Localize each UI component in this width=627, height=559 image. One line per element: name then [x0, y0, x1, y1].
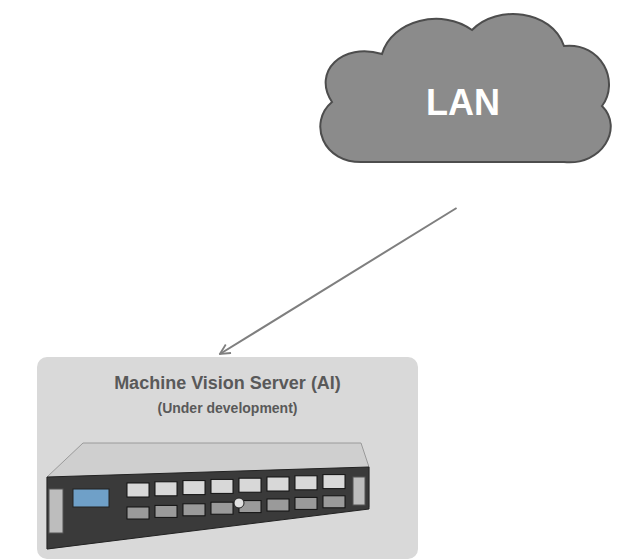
drive-bay [267, 499, 289, 511]
drive-bay [155, 482, 177, 496]
server-illustration [43, 437, 373, 555]
cloud-path [320, 14, 610, 162]
server-lcd [73, 489, 109, 507]
drive-bay [127, 507, 149, 519]
server-front-panel [47, 467, 369, 549]
drive-bay [295, 497, 317, 509]
drive-bay [183, 504, 205, 516]
drive-bay [155, 505, 177, 517]
server-title: Machine Vision Server (AI) [37, 373, 418, 394]
network-cloud: LAN [302, 2, 624, 170]
drive-bay [267, 477, 289, 491]
drive-bay [323, 496, 345, 508]
drive-bay [239, 478, 261, 492]
drive-bay [295, 476, 317, 490]
drive-bay [211, 502, 233, 514]
drive-bay [211, 479, 233, 493]
network-link [220, 208, 457, 354]
cloud-label: LAN [426, 82, 500, 124]
drive-bay [183, 481, 205, 495]
server-subtitle: (Under development) [37, 400, 418, 416]
drive-bay [323, 475, 345, 489]
drive-bay [127, 483, 149, 497]
server-box: Machine Vision Server (AI) (Under develop… [37, 357, 418, 559]
server-ear [353, 477, 365, 505]
server-logo [234, 498, 244, 508]
server-chassis-top [47, 443, 369, 549]
server-ear [49, 489, 63, 533]
